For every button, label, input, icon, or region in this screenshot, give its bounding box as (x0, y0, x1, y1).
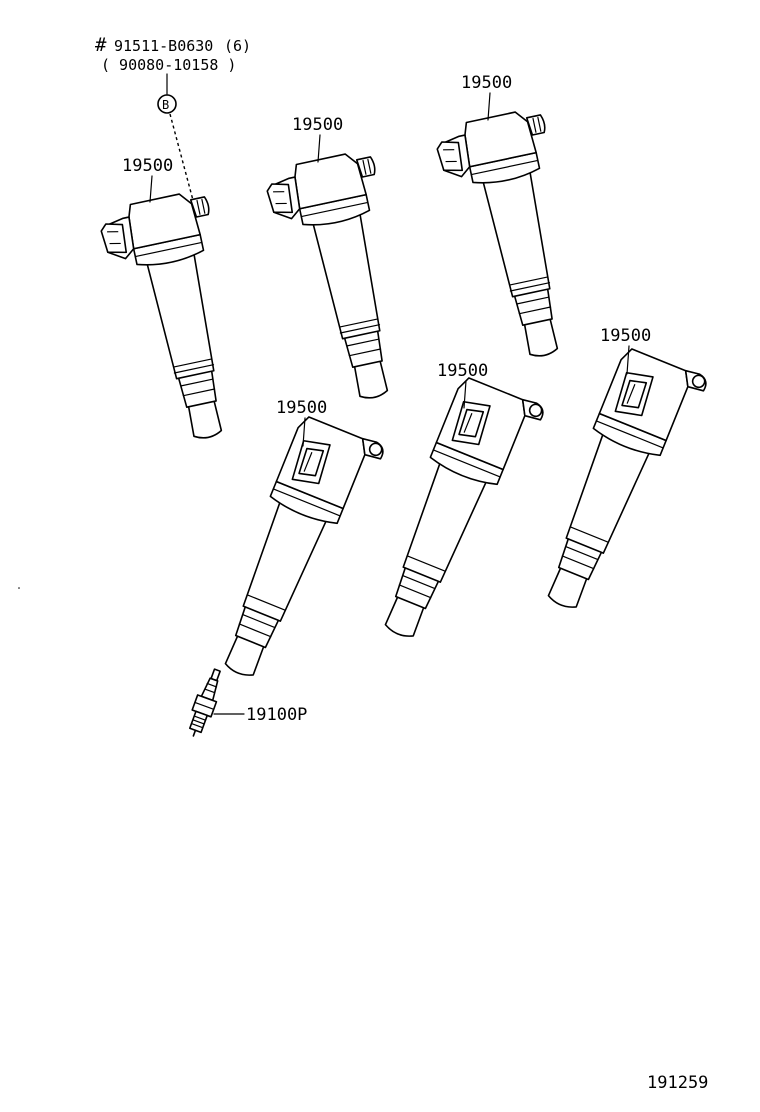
coil-4-leader (302, 417, 306, 447)
coil-4-label: 19500 (276, 398, 327, 418)
fastener-dashed-leader (169, 113, 195, 205)
coil-2-label: 19500 (292, 115, 343, 135)
spark-plug (183, 665, 228, 741)
fastener-part-number: 91511-B0630 (114, 37, 213, 55)
coil-5-label: 19500 (437, 361, 488, 381)
coil-1-leader (149, 175, 153, 203)
coil-1-label: 19500 (122, 156, 173, 176)
ignition-coil-2 (262, 147, 423, 412)
ref-circle-b (157, 94, 177, 114)
coil-5-leader (463, 380, 467, 409)
ignition-coil-4 (203, 412, 387, 694)
ignition-coil-6 (526, 344, 710, 626)
ignition-coil-1 (96, 187, 257, 452)
fastener-alt-number: ( 90080-10158 ) (101, 56, 236, 74)
ref-letter-b: B (162, 98, 169, 112)
coil-6-leader (626, 345, 630, 375)
ignition-coil-5 (363, 373, 547, 655)
coil-3-label: 19500 (461, 73, 512, 93)
stray-mark (18, 587, 20, 589)
spark-plug-label: 19100P (246, 705, 307, 725)
coil-3-leader (487, 92, 491, 121)
hash-mark: # (95, 34, 107, 56)
coil-6-label: 19500 (600, 326, 651, 346)
figure-number: 191259 (647, 1073, 708, 1093)
fastener-quantity: (6) (224, 37, 251, 55)
coil-2-leader (317, 134, 321, 163)
ignition-coil-3 (432, 105, 593, 370)
